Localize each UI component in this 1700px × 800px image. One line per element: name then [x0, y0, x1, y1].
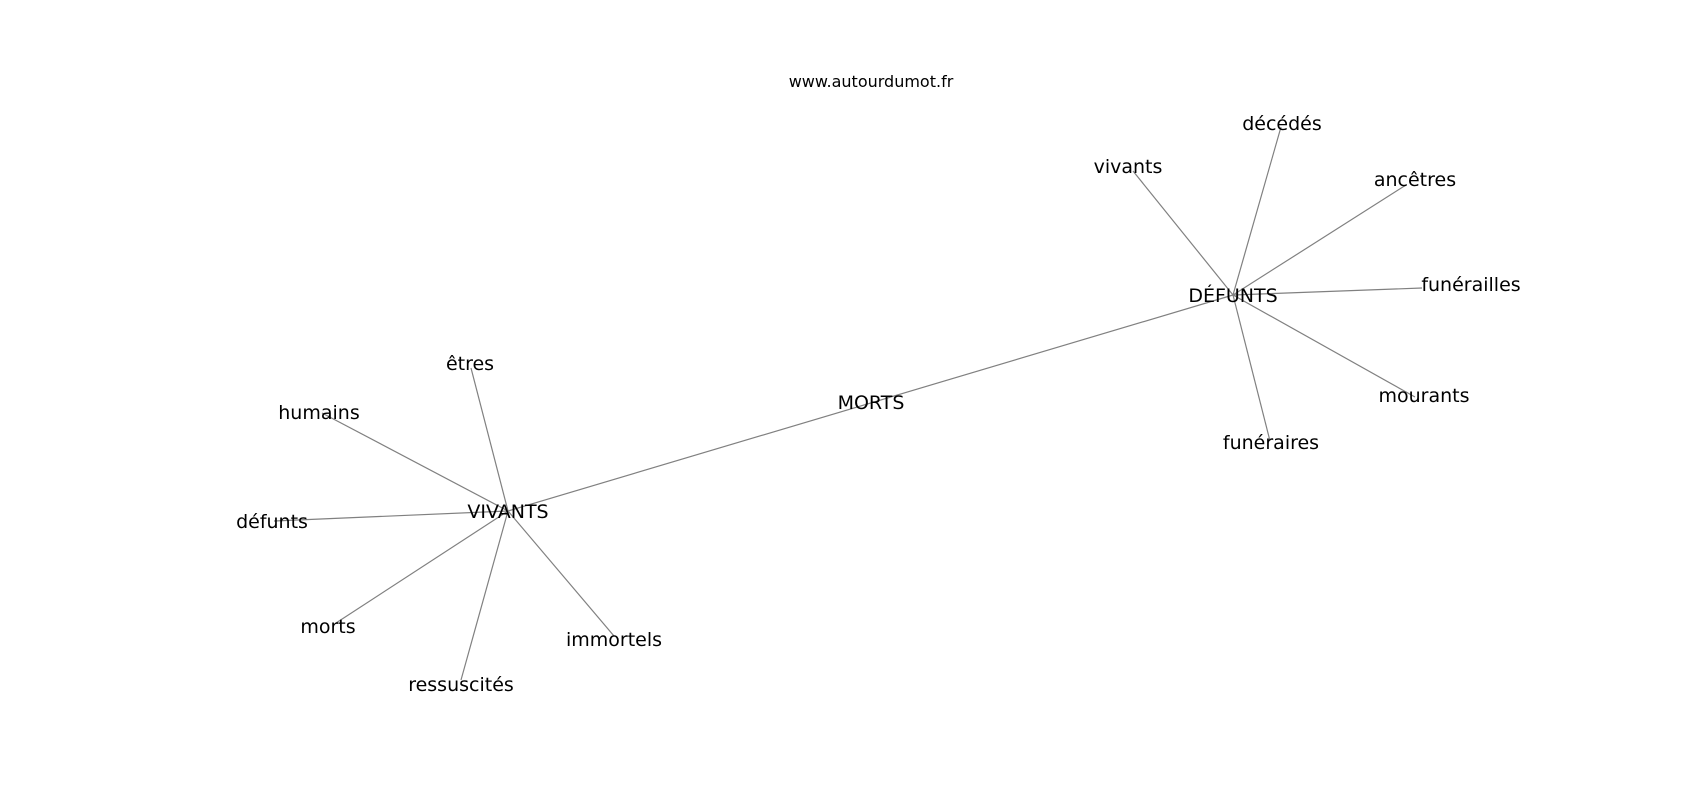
node-label-morts: morts: [300, 616, 355, 638]
node-label-etres: êtres: [446, 353, 494, 375]
edge-vivants_hub-defunts_hub: [507, 294, 1234, 512]
node-label-decedes: décédés: [1242, 113, 1322, 135]
edge-vivants_hub-ressuscites: [460, 510, 509, 681]
edge-vivants_hub-humains: [321, 412, 509, 512]
site-watermark: www.autourdumot.fr: [789, 72, 954, 91]
node-label-humains: humains: [278, 402, 359, 424]
node-label-funeraires: funéraires: [1223, 432, 1319, 454]
edge-defunts_hub-decedes: [1232, 126, 1282, 296]
edge-vivants_hub-immortels: [507, 510, 615, 637]
node-label-defunts_hub: DÉFUNTS: [1188, 284, 1277, 307]
node-label-immortels: immortels: [566, 629, 662, 651]
edge-vivants_hub-defunts: [273, 510, 509, 522]
edge-defunts_hub-vivants: [1132, 170, 1234, 296]
node-label-ancetres: ancêtres: [1374, 169, 1456, 191]
edge-defunts_hub-funerailles: [1232, 287, 1423, 296]
edge-vivants_hub-etres: [470, 367, 509, 512]
graph-edges: [273, 126, 1423, 681]
edge-defunts_hub-funeraires: [1232, 294, 1271, 442]
node-label-defunts: défunts: [236, 511, 308, 533]
node-label-morts_center: MORTS: [838, 392, 905, 414]
graph-nodes: MORTS VIVANTS DÉFUNTS êtres humains défunts mo…: [236, 113, 1521, 696]
edge-defunts_hub-mourants: [1232, 294, 1416, 398]
node-label-vivants: vivants: [1094, 156, 1163, 178]
edge-vivants_hub-morts: [335, 510, 509, 624]
node-label-funerailles: funérailles: [1421, 274, 1520, 296]
node-label-vivants_hub: VIVANTS: [467, 501, 548, 523]
node-label-mourants: mourants: [1378, 385, 1469, 407]
node-label-ressuscites: ressuscités: [408, 674, 514, 696]
edge-defunts_hub-ancetres: [1232, 184, 1407, 296]
